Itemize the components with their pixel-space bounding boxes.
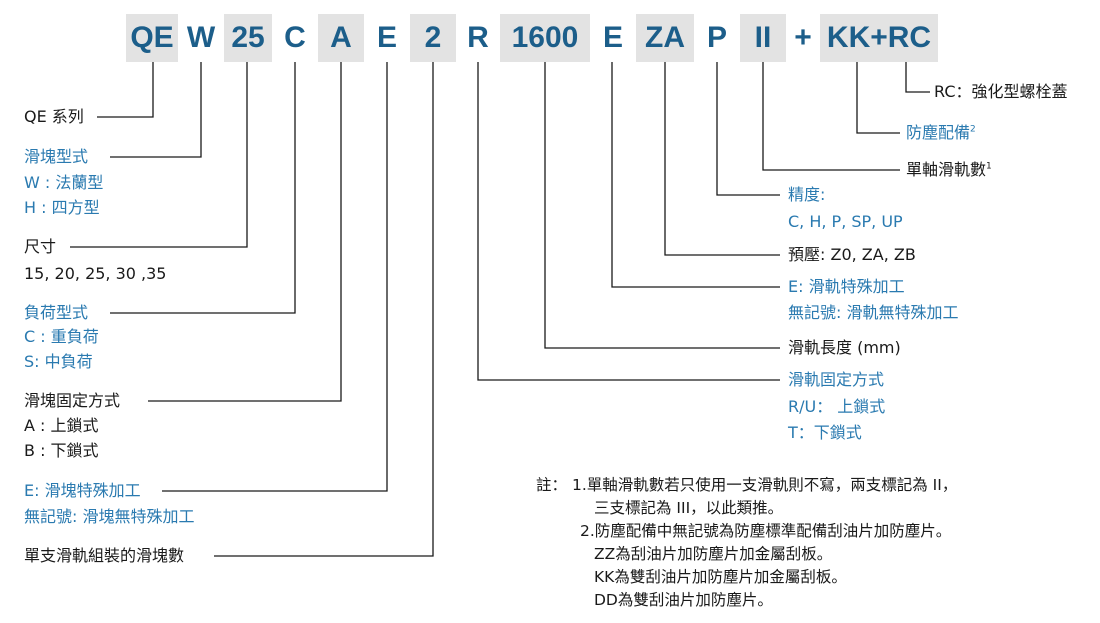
label-dust-sup: 2 [970,124,976,135]
label-rail-fix-ru: R/U： 上鎖式 [788,397,886,416]
label-size-title: 尺寸 [24,237,57,256]
code-seg-1600: 1600 [500,14,590,62]
label-dust-text: 防塵配備 [906,123,971,142]
label-block-fix-a: A : 上鎖式 [24,416,99,435]
line-accuracy [716,62,780,196]
line-dust [856,62,900,134]
label-rail-special-e: E: 滑軌特殊加工 [788,277,905,296]
line-block-special [162,62,388,492]
label-block-fix-b: B : 下鎖式 [24,441,99,460]
label-rc: RC：強化型螺栓蓋 [934,82,1068,101]
code-seg-size: 25 [224,14,272,62]
label-size-values: 15, 20, 25, 30 ,35 [24,264,167,283]
label-block-type-w: W : 法蘭型 [24,173,104,192]
label-rail-count: 單軸滑軌數1 [906,160,992,180]
note-2c: KK為雙刮油片加防塵片加金屬刮板。 [594,568,847,586]
label-load-s: S: 中負荷 [24,352,93,371]
line-rail-count [762,62,900,171]
code-seg-qe: QE [126,14,178,62]
note-2d: DD為雙刮油片加防塵片。 [594,591,773,609]
code-seg-ii: II [740,14,786,62]
line-rail-special [611,62,780,288]
label-block-special-e: E: 滑塊特殊加工 [24,481,141,500]
note-1a-row: 註： 1.單軸滑軌數若只使用一支滑軌則不寫，兩支標記為 II， [536,474,957,497]
note-prefix: 註： [536,476,568,494]
code-seg-e2: E [602,21,623,54]
label-preload: 預壓: Z0, ZA, ZB [788,245,916,264]
label-block-type-title: 滑塊型式 [24,147,89,166]
code-seg-plus: + [794,21,812,54]
note-2a: 2.防塵配備中無記號為防塵標準配備刮油片加防塵片。 [580,522,952,540]
line-rc [905,62,930,93]
line-rail-fix [477,62,780,381]
model-code: QE W 25 C A E 2 R 1600 E ZA P II + KK+RC [0,0,1100,70]
label-block-fix-title: 滑塊固定方式 [24,391,121,410]
line-preload [664,62,780,256]
code-seg-e: E [376,21,397,54]
label-accuracy-title: 精度: [788,185,826,204]
label-accuracy-values: C, H, P, SP, UP [788,212,903,231]
label-dust: 防塵配備2 [906,123,976,143]
code-seg-r: R [467,21,489,54]
line-block-fix [148,62,342,402]
label-block-count: 單支滑軌組裝的滑塊數 [24,546,185,565]
line-block-type [110,62,202,158]
code-seg-p: P [706,21,727,54]
code-seg-w: W [186,21,216,54]
label-load-c: C : 重負荷 [24,327,99,346]
code-seg-a: A [318,14,364,62]
note-2b: ZZ為刮油片加防塵片加金屬刮板。 [594,545,833,563]
label-rail-fix-title: 滑軌固定方式 [788,370,885,389]
label-load-title: 負荷型式 [24,303,89,322]
label-block-type-h: H : 四方型 [24,198,100,217]
code-seg-kkrc: KK+RC [820,14,938,62]
line-series [97,62,154,118]
line-load [110,62,296,314]
line-block-count [214,62,434,557]
note-1b: 三支標記為 III，以此類推。 [594,499,784,517]
line-rail-length [544,62,780,349]
code-seg-c: C [284,21,306,54]
notes: 註： 1.單軸滑軌數若只使用一支滑軌則不寫，兩支標記為 II， 三支標記為 II… [536,474,957,612]
label-series: QE 系列 [24,107,84,126]
line-size [70,62,248,248]
label-rail-special-none: 無記號: 滑軌無特殊加工 [788,303,959,322]
label-block-special-none: 無記號: 滑塊無特殊加工 [24,507,195,526]
label-rail-count-text: 單軸滑軌數 [906,160,987,179]
code-seg-2: 2 [410,14,456,62]
code-seg-za: ZA [636,14,694,62]
label-rail-fix-t: T：下鎖式 [788,423,862,442]
label-rail-count-sup: 1 [986,161,992,172]
note-1a: 1.單軸滑軌數若只使用一支滑軌則不寫，兩支標記為 II， [571,476,958,494]
label-rail-length: 滑軌長度 (mm) [788,338,901,357]
